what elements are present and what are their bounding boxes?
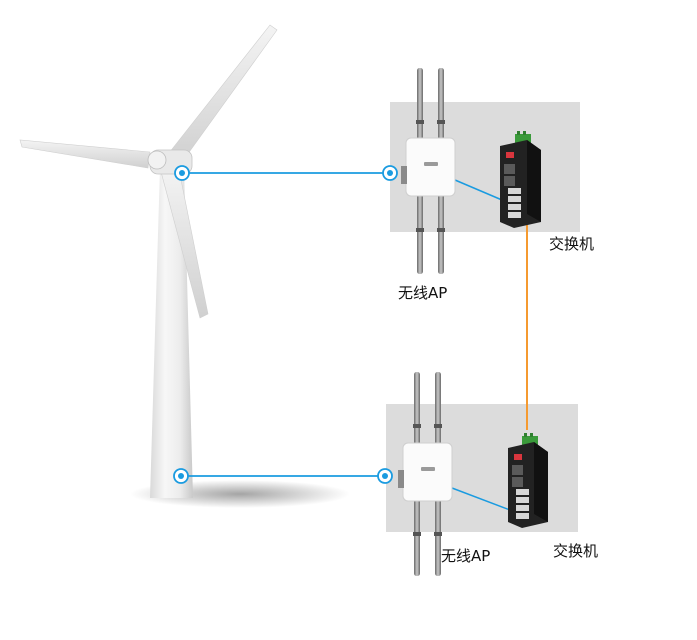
turbine-blade-left — [19, 139, 151, 169]
ap-label-bottom: 无线AP — [441, 547, 491, 565]
wireless-ap-icon — [401, 68, 456, 274]
ap-switch-cable-bottom — [451, 487, 511, 511]
switch-label-top: 交换机 — [549, 235, 595, 253]
wireless-ap-icon — [398, 372, 453, 576]
ap-label-top: 无线AP — [398, 284, 448, 302]
wireless-link-bottom — [173, 468, 393, 484]
industrial-switch-icon — [508, 433, 548, 528]
ap-switch-cable-top — [454, 179, 503, 201]
wind-turbine-icon — [19, 24, 350, 508]
industrial-switch-icon — [500, 131, 541, 228]
turbine-blade-upper — [164, 24, 278, 163]
wireless-link-top — [174, 165, 398, 181]
switch-label-bottom: 交换机 — [553, 542, 599, 560]
turbine-hub — [147, 150, 167, 170]
